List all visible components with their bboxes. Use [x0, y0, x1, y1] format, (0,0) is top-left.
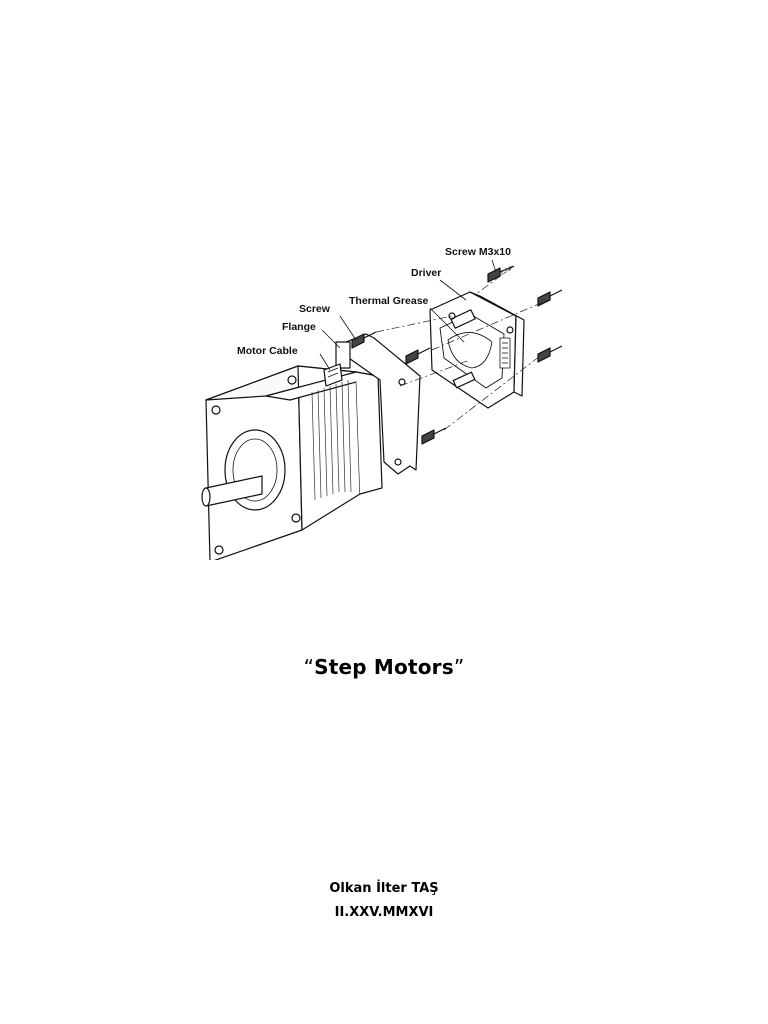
- leader-lines: [319, 259, 497, 371]
- author-name: Olkan İlter TAŞ: [329, 881, 439, 896]
- label-motor-cable: Motor Cable: [237, 345, 298, 357]
- diagram-svg: Screw M3x10 Driver Thermal Grease Screw …: [201, 246, 563, 560]
- label-screw: Screw: [299, 303, 331, 315]
- label-flange: Flange: [282, 321, 316, 333]
- page-title: “Step Motors”: [0, 655, 768, 679]
- title-text: Step Motors: [314, 655, 454, 679]
- flange-plate: [323, 333, 421, 475]
- label-screw-m3x10: Screw M3x10: [445, 246, 511, 258]
- screw-right-upper: [537, 289, 563, 307]
- screw-right-lower: [537, 345, 563, 363]
- label-thermal-grease: Thermal Grease: [349, 295, 429, 307]
- screw-flange: [351, 331, 377, 349]
- label-driver: Driver: [411, 267, 441, 279]
- driver-module: [429, 291, 525, 409]
- assembly-lines: [375, 265, 549, 431]
- screw-m3x10-top: [487, 265, 515, 283]
- screw-left-middle: [405, 347, 431, 365]
- motor-body: [201, 365, 383, 560]
- document-date: II.XXV.MMXVI: [334, 905, 434, 920]
- exploded-motor-diagram: Screw M3x10 Driver Thermal Grease Screw …: [0, 230, 768, 560]
- screw-left-lower: [421, 427, 447, 445]
- title-close-quote: ”: [453, 655, 465, 679]
- title-open-quote: “: [303, 655, 315, 679]
